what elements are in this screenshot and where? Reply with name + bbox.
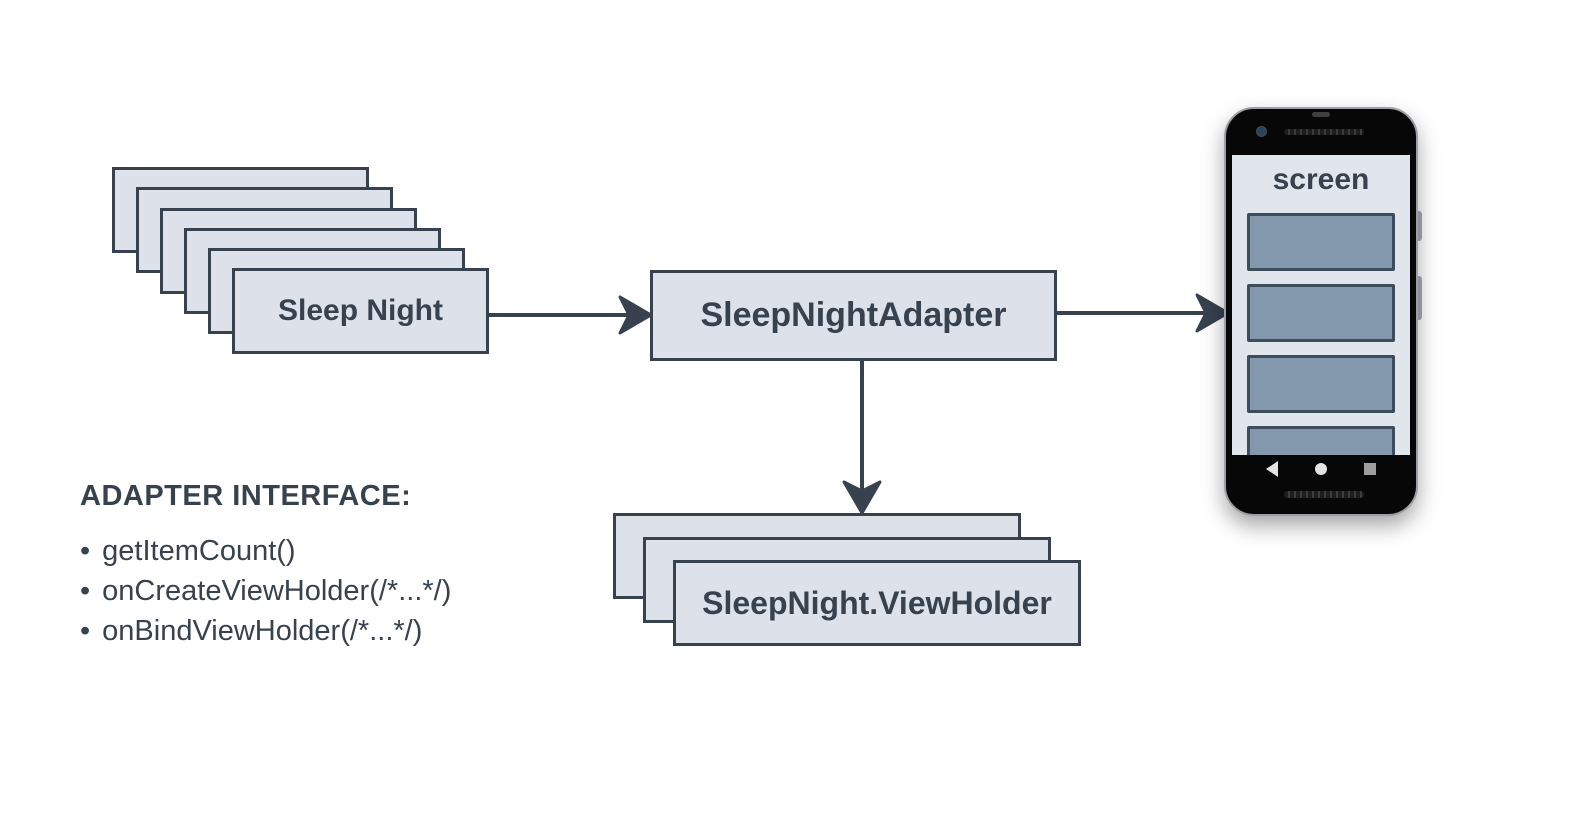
adapter-interface-item: • getItemCount() xyxy=(80,531,451,571)
back-icon xyxy=(1266,461,1278,477)
earpiece-speaker-icon xyxy=(1284,129,1364,135)
phone-mockup: screen xyxy=(1224,107,1424,516)
adapter-interface: ADAPTER INTERFACE: • getItemCount() • onCr… xyxy=(80,480,451,651)
adapter-interface-item: • onBindViewHolder(/*...*/) xyxy=(80,611,451,651)
viewholder-label: SleepNight.ViewHolder xyxy=(702,584,1052,621)
arrow-adapter-to-screen xyxy=(1057,293,1230,333)
bullet-icon: • xyxy=(80,615,91,647)
phone-screen: screen xyxy=(1232,155,1410,455)
volume-button xyxy=(1415,276,1422,320)
adapter-interface-item-text: onBindViewHolder(/*...*/) xyxy=(102,615,423,647)
adapter-interface-item-text: getItemCount() xyxy=(102,535,296,567)
antenna-slot xyxy=(1312,112,1330,117)
adapter-interface-item-text: onCreateViewHolder(/*...*/) xyxy=(102,575,452,607)
adapter-interface-title: ADAPTER INTERFACE: xyxy=(80,480,412,512)
viewholder-card: SleepNight.ViewHolder xyxy=(673,560,1081,646)
adapter-box-label: SleepNightAdapter xyxy=(700,296,1007,334)
list-item xyxy=(1247,426,1395,455)
list-item xyxy=(1247,355,1395,413)
adapter-box: SleepNightAdapter xyxy=(650,270,1057,361)
adapter-interface-item: • onCreateViewHolder(/*...*/) xyxy=(80,571,451,611)
sleep-night-label: Sleep Night xyxy=(277,294,443,327)
adapter-interface-list: • getItemCount() • onCreateViewHolder(/*..… xyxy=(80,531,451,651)
sleep-night-card: Sleep Night xyxy=(232,268,489,354)
nav-bar xyxy=(1232,458,1410,480)
bullet-icon: • xyxy=(80,535,91,567)
list-item xyxy=(1247,213,1395,271)
home-icon xyxy=(1315,463,1327,475)
arrow-adapter-to-viewholder xyxy=(842,361,882,515)
recents-icon xyxy=(1364,463,1376,475)
phone-body: screen xyxy=(1224,107,1418,516)
front-camera-icon xyxy=(1256,126,1267,137)
list-item xyxy=(1247,284,1395,342)
bottom-speaker-icon xyxy=(1284,491,1364,498)
power-button xyxy=(1415,211,1422,241)
bullet-icon: • xyxy=(80,575,91,607)
arrow-sleepnight-to-adapter xyxy=(489,295,653,335)
screen-title: screen xyxy=(1272,163,1370,196)
